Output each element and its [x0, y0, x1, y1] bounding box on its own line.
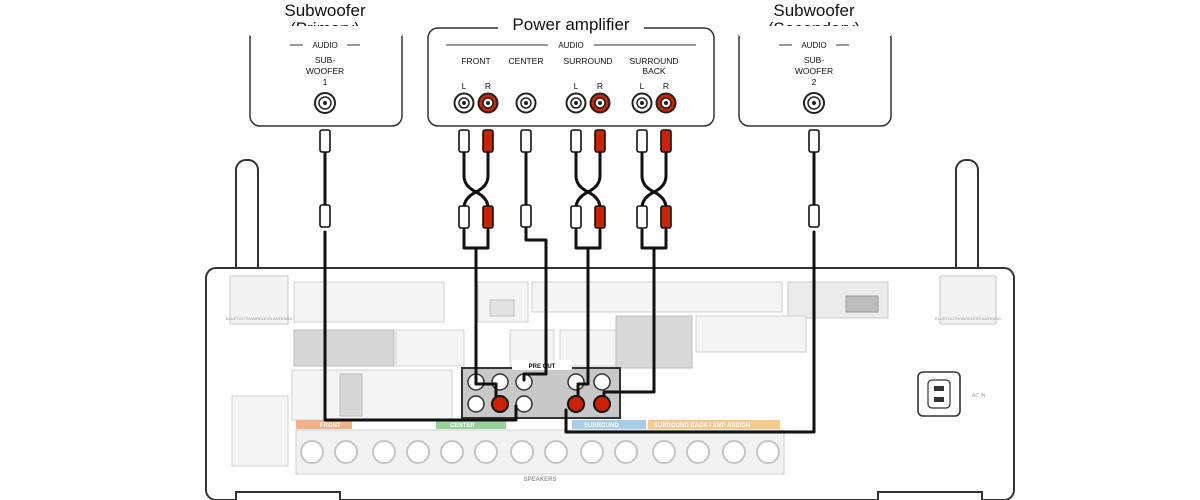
plug-surround-r-bottom — [594, 205, 606, 229]
amp-surround-label: SURROUND — [563, 56, 612, 66]
sub2-audio-label: AUDIO — [801, 41, 826, 50]
sub1-jack-line1: SUB- — [315, 55, 335, 65]
preout-label-bg — [512, 360, 572, 370]
cable-front-end — [474, 374, 498, 400]
plug-sback-r-top — [660, 129, 672, 153]
foot-right — [877, 491, 983, 500]
cable-sback-down — [602, 228, 656, 402]
cable-surround-y — [574, 148, 602, 210]
rs232-module — [293, 329, 395, 367]
video-module — [695, 315, 807, 353]
ac-pin-top — [934, 386, 944, 391]
plug-surround-l-bottom — [570, 205, 582, 229]
plug-front-r-top — [482, 129, 494, 153]
cable-sback-join — [652, 228, 668, 250]
amp-title-mask — [498, 24, 644, 34]
strip-sback-label: SURROUND BACK / AMP ASSIGN — [654, 423, 750, 429]
sub1-title-line1: Subwoofer — [284, 1, 366, 20]
sub2-jack-line1: SUB- — [804, 55, 824, 65]
strip-front-bg — [296, 420, 352, 429]
plug-sub2-top — [808, 129, 820, 153]
sub2-jack-line3: 2 — [812, 77, 817, 87]
amp-sback-label-1: SURROUND — [629, 56, 678, 66]
strip-surround-label: SURROUND — [584, 423, 619, 429]
network-port — [489, 299, 515, 317]
sub1-jack-line3: 1 — [323, 77, 328, 87]
analog-in-module — [291, 369, 453, 421]
plug-sback-l-top — [636, 129, 648, 153]
plug-sub1-top — [319, 129, 331, 153]
sub2-title-line1: Subwoofer — [773, 1, 855, 20]
amp-audio-label: AUDIO — [558, 41, 583, 50]
strip-sback-bg — [648, 420, 780, 429]
cable-sback-y — [640, 148, 668, 210]
amp-surround-l: L — [574, 81, 579, 91]
subwoofer-secondary: Subwoofer (Secondary) AUDIO SUB- WOOFER … — [738, 1, 892, 127]
antenna-right-label: BLUETOOTH/WIRELESS ANTENNA — [935, 316, 1001, 321]
amp-surround-r: R — [597, 81, 603, 91]
preout-label: PRE OUT — [529, 364, 556, 370]
hdmi-out-port — [845, 295, 879, 313]
antenna-base-left — [229, 275, 289, 325]
amp-front-label: FRONT — [461, 56, 490, 66]
amp-title: Power amplifier — [512, 15, 629, 34]
amp-sback-label-2: BACK — [642, 66, 665, 76]
antenna-base-right — [939, 275, 997, 325]
ac-inlet-socket — [927, 379, 951, 409]
hdmi-in-module — [531, 281, 783, 313]
sub1-jack-pin — [323, 101, 327, 105]
cable-front-y — [462, 148, 490, 210]
cable-surround-down — [574, 228, 590, 402]
amp-sback-l: L — [640, 81, 645, 91]
plug-surround-l-top — [570, 129, 582, 153]
speakers-label: SPEAKERS — [523, 477, 556, 483]
power-amplifier: Power amplifier AUDIO FRONT CENTER SURRO… — [427, 15, 715, 127]
plug-sub2-bottom — [808, 204, 820, 228]
cables — [323, 130, 816, 434]
ac-in-label: AC IN — [972, 393, 986, 399]
speaker-posts — [300, 440, 780, 464]
receiver-rear-panel: BLUETOOTH/WIRELESS ANTENNA BLUETOOTH/WIR… — [205, 159, 1015, 500]
plug-sback-l-bottom — [636, 205, 648, 229]
plug-front-l-bottom — [458, 205, 470, 229]
plug-front-r-bottom — [482, 205, 494, 229]
sub1-title-mask — [250, 26, 402, 36]
fm-am-module — [231, 395, 289, 467]
strip-center-label: CENTER — [450, 423, 475, 429]
plug-center-top — [520, 129, 532, 153]
phono-module — [395, 329, 465, 367]
amp-front-l: L — [462, 81, 467, 91]
amp-jacks — [453, 92, 677, 114]
sub2-jack-pin — [812, 101, 816, 105]
cable-surround-join — [586, 228, 602, 250]
antenna-left-label: BLUETOOTH/WIRELESS ANTENNA — [226, 316, 292, 321]
amp-front-r: R — [485, 81, 491, 91]
input-module-1 — [293, 281, 445, 323]
plug-surround-r-top — [594, 129, 606, 153]
ac-pin-bottom — [934, 397, 944, 402]
amp-sback-r: R — [663, 81, 669, 91]
optical-module — [339, 373, 363, 417]
foot-left — [235, 491, 341, 500]
sub1-audio-label: AUDIO — [312, 41, 337, 50]
strip-center-bg — [436, 420, 506, 429]
plug-sback-r-bottom — [660, 205, 672, 229]
strip-front-label: FRONT — [320, 423, 341, 429]
rca-plugs — [319, 129, 820, 229]
cable-front-down — [462, 228, 490, 378]
subwoofer-primary: Subwoofer (Primary) AUDIO SUB- WOOFER 1 — [249, 1, 403, 127]
plug-front-l-top — [458, 129, 470, 153]
strip-surround-bg — [572, 420, 646, 429]
sub1-jack-line2: WOOFER — [306, 66, 344, 76]
plug-sub1-bottom — [319, 204, 331, 228]
preout-plugs — [491, 395, 611, 413]
speaker-terminals — [295, 429, 785, 475]
plug-center-bottom — [520, 204, 532, 228]
amp-center-label: CENTER — [509, 56, 544, 66]
sub2-jack-line2: WOOFER — [795, 66, 833, 76]
sub2-title-mask — [739, 26, 891, 36]
